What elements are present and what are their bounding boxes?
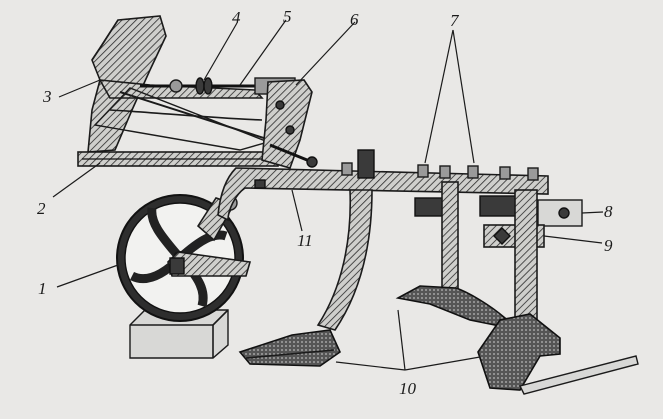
label-8: 8 xyxy=(604,202,613,221)
rear-shank xyxy=(477,189,639,395)
front-shank xyxy=(238,149,375,367)
adjustment-screw xyxy=(140,77,262,95)
quadrant-plate xyxy=(261,79,318,169)
ground-block xyxy=(129,309,229,359)
label-5: 5 xyxy=(283,7,292,26)
leader-lines xyxy=(52,19,604,371)
part-labels: 1 2 3 4 5 6 7 8 9 10 11 xyxy=(37,7,613,398)
label-9: 9 xyxy=(604,236,613,255)
label-2: 2 xyxy=(37,199,46,218)
label-3: 3 xyxy=(42,87,52,106)
main-beam xyxy=(217,162,549,222)
bottom-bar xyxy=(77,151,279,167)
label-6: 6 xyxy=(350,10,359,29)
label-10: 10 xyxy=(399,379,417,398)
end-bracket xyxy=(537,199,583,227)
beam-bolts xyxy=(341,162,539,181)
label-4: 4 xyxy=(232,8,241,27)
label-7: 7 xyxy=(450,11,460,30)
label-11: 11 xyxy=(297,231,313,250)
label-1: 1 xyxy=(38,279,47,298)
